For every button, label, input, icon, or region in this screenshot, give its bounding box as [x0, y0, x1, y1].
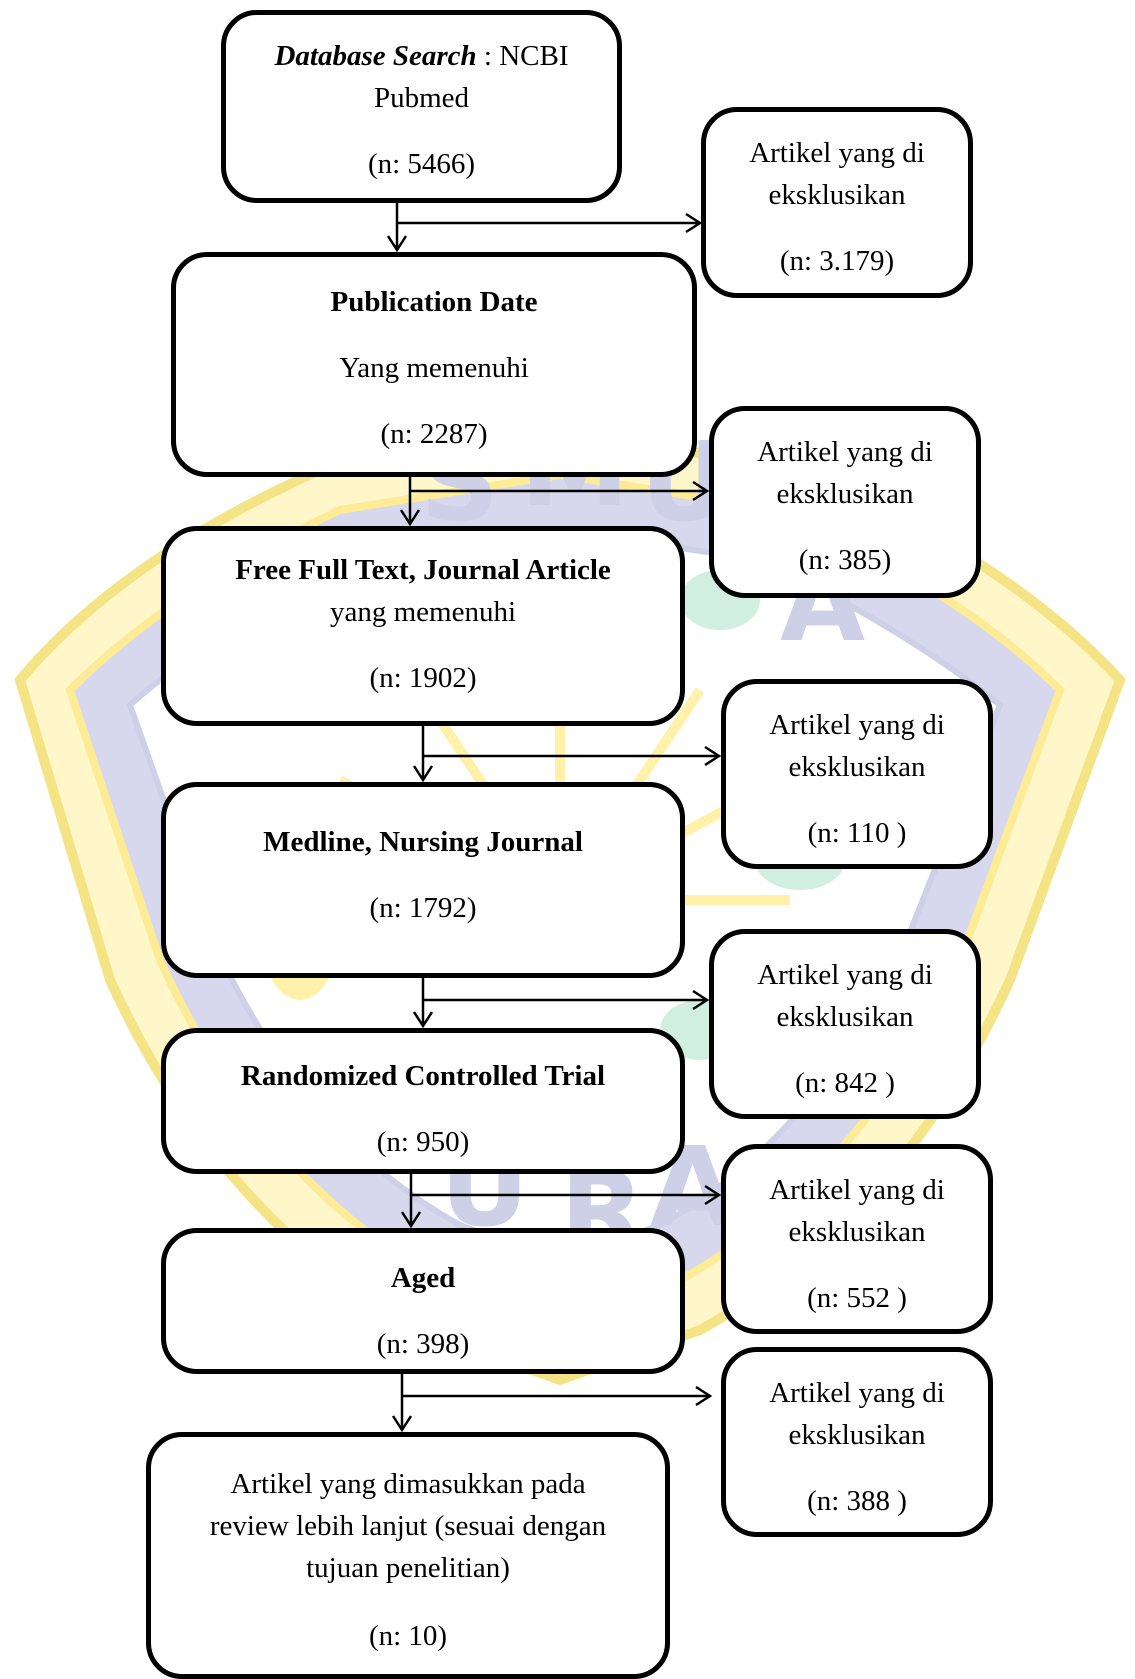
free-full-text-count: (n: 1902) [369, 662, 477, 694]
final-line-1: Artikel yang dimasukkan pada [230, 1468, 586, 1500]
final-line-2: review lebih lanjut (sesuai dengan [209, 1510, 607, 1542]
aged-title: Aged [390, 1262, 456, 1294]
exclusion-line-1: Artikel yang di [749, 137, 925, 169]
database-search-box: Database Search : NCBI Pubmed (n: 5466) [221, 10, 622, 203]
publication-date-subtitle: Yang memenuhi [339, 352, 529, 384]
final-included-box: Artikel yang dimasukkan pada review lebi… [146, 1432, 670, 1679]
exclusion-line-2: eksklusikan [776, 478, 914, 510]
publication-date-title: Publication Date [330, 286, 538, 318]
rct-box: Randomized Controlled Trial (n: 950) [161, 1028, 685, 1174]
exclusion-line-2: eksklusikan [788, 1216, 926, 1248]
free-full-text-title: Free Full Text, Journal Article [235, 554, 611, 586]
exclusion-line-1: Artikel yang di [769, 709, 945, 741]
exclusion-box-1: Artikel yang di eksklusikan (n: 3.179) [701, 107, 973, 298]
medline-box: Medline, Nursing Journal (n: 1792) [161, 782, 685, 978]
exclusion-line-1: Artikel yang di [769, 1174, 945, 1206]
exclusion-box-4: Artikel yang di eksklusikan (n: 842 ) [709, 929, 981, 1119]
exclusion-line-1: Artikel yang di [769, 1377, 945, 1409]
database-search-source: Pubmed [373, 82, 470, 114]
medline-count: (n: 1792) [369, 892, 477, 924]
aged-count: (n: 398) [376, 1328, 470, 1360]
exclusion-count: (n: 3.179) [779, 245, 895, 277]
final-count: (n: 10) [368, 1620, 448, 1652]
database-search-label: Database Search : NCBI [274, 40, 569, 72]
exclusion-box-5: Artikel yang di eksklusikan (n: 552 ) [721, 1144, 993, 1334]
exclusion-count: (n: 385) [798, 544, 892, 576]
exclusion-line-1: Artikel yang di [757, 436, 933, 468]
exclusion-count: (n: 388 ) [807, 1485, 907, 1517]
exclusion-line-1: Artikel yang di [757, 959, 933, 991]
free-full-text-box: Free Full Text, Journal Article yang mem… [161, 526, 685, 726]
exclusion-line-2: eksklusikan [776, 1001, 914, 1033]
publication-date-box: Publication Date Yang memenuhi (n: 2287) [171, 252, 697, 477]
exclusion-count: (n: 842 ) [795, 1067, 895, 1099]
exclusion-count: (n: 552 ) [807, 1282, 907, 1314]
final-line-3: tujuan penelitian) [306, 1552, 510, 1584]
free-full-text-subtitle: yang memenuhi [329, 596, 517, 628]
aged-box: Aged (n: 398) [161, 1228, 685, 1374]
exclusion-box-3: Artikel yang di eksklusikan (n: 110 ) [721, 679, 993, 869]
rct-title: Randomized Controlled Trial [240, 1060, 606, 1092]
exclusion-count: (n: 110 ) [807, 817, 907, 849]
exclusion-box-2: Artikel yang di eksklusikan (n: 385) [709, 406, 981, 598]
database-search-count: (n: 5466) [367, 148, 476, 180]
medline-title: Medline, Nursing Journal [263, 826, 583, 858]
exclusion-box-6: Artikel yang di eksklusikan (n: 388 ) [721, 1347, 993, 1537]
rct-count: (n: 950) [376, 1126, 470, 1158]
exclusion-line-2: eksklusikan [788, 751, 926, 783]
exclusion-line-2: eksklusikan [788, 1419, 926, 1451]
publication-date-count: (n: 2287) [380, 418, 488, 450]
exclusion-line-2: eksklusikan [768, 179, 906, 211]
